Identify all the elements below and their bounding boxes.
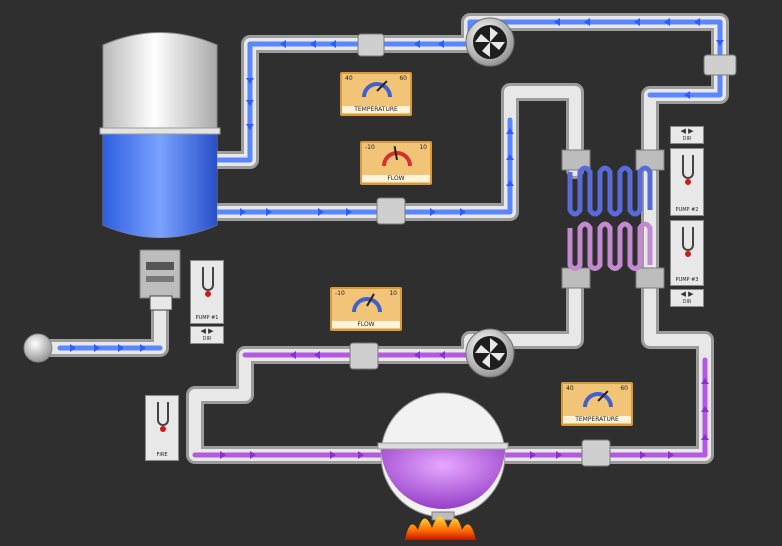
switch-label: FIRE <box>156 452 168 458</box>
switch-slot <box>202 267 214 291</box>
valve-temp2 <box>581 439 611 467</box>
heat-exchanger <box>561 149 665 289</box>
pipe-union-right <box>703 54 737 76</box>
pump-3-dir-control[interactable]: ◀ ▶ DIR <box>670 289 704 307</box>
storage-tank <box>99 32 221 311</box>
dir-arrows-icon: ◀ ▶ <box>680 127 694 135</box>
tank-fluid-level <box>103 132 217 238</box>
pump-1-dir-control[interactable]: ◀ ▶ DIR <box>190 326 224 344</box>
gauge-arc <box>362 82 392 97</box>
gauge-title: TEMPERATURE <box>563 416 631 423</box>
temperature-gauge-top: 40 60 TEMPERATURE <box>340 72 412 116</box>
flow-gauge-top: -10 10 FLOW <box>360 141 432 185</box>
pump-fan-top[interactable] <box>465 17 515 67</box>
switch-label: PUMP #3 <box>675 277 699 283</box>
switch-slot <box>682 227 694 251</box>
fire-switch[interactable]: FIRE <box>145 395 179 461</box>
gauge-title: FLOW <box>362 175 430 182</box>
gauge-arc <box>352 297 382 312</box>
tick: 10 <box>389 290 397 297</box>
valve-flow2 <box>349 342 379 370</box>
inlet-cap <box>23 333 53 363</box>
tick: 60 <box>399 75 407 82</box>
dir-arrows-icon: ◀ ▶ <box>680 290 694 298</box>
switch-led <box>160 426 166 432</box>
switch-led <box>685 179 691 185</box>
dir-arrows-icon: ◀ ▶ <box>200 327 214 335</box>
burner-flame-icon <box>405 516 476 540</box>
gauge-title: TEMPERATURE <box>342 106 410 113</box>
valve-top <box>357 33 385 57</box>
dir-label: DIR <box>682 136 692 142</box>
cold-flow-arrows <box>70 18 724 352</box>
tick: 40 <box>566 385 574 392</box>
valve-flow1 <box>376 197 406 225</box>
tick: -10 <box>365 144 375 151</box>
pump-1-switch[interactable]: PUMP #1 <box>190 260 224 324</box>
switch-label: PUMP #2 <box>675 207 699 213</box>
tick: 10 <box>419 144 427 151</box>
hot-flow-arrows <box>220 351 709 459</box>
dir-label: DIR <box>682 299 692 305</box>
dir-label: DIR <box>202 336 212 342</box>
switch-slot <box>157 402 169 426</box>
gauge-title: FLOW <box>332 321 400 328</box>
switch-slot <box>682 155 694 179</box>
reactor-vessel <box>377 392 509 521</box>
flow-gauge-bottom: -10 10 FLOW <box>330 287 402 331</box>
pump-fan-bottom[interactable] <box>465 328 515 378</box>
switch-led <box>205 291 211 297</box>
switch-led <box>685 251 691 257</box>
gauge-arc <box>382 151 412 166</box>
pump-3-switch[interactable]: PUMP #3 <box>670 220 704 286</box>
pump-2-dir-control[interactable]: ◀ ▶ DIR <box>670 126 704 144</box>
reactor-fluid-level <box>381 447 505 509</box>
cold-pipe-network <box>31 13 729 357</box>
gauge-arc <box>583 392 613 407</box>
switch-label: PUMP #1 <box>195 315 219 321</box>
temperature-gauge-bottom: 40 60 TEMPERATURE <box>561 382 633 426</box>
tick: -10 <box>335 290 345 297</box>
tick: 40 <box>345 75 353 82</box>
pump-2-switch[interactable]: PUMP #2 <box>670 148 704 216</box>
tick: 60 <box>620 385 628 392</box>
hot-pipe-network <box>186 271 714 464</box>
